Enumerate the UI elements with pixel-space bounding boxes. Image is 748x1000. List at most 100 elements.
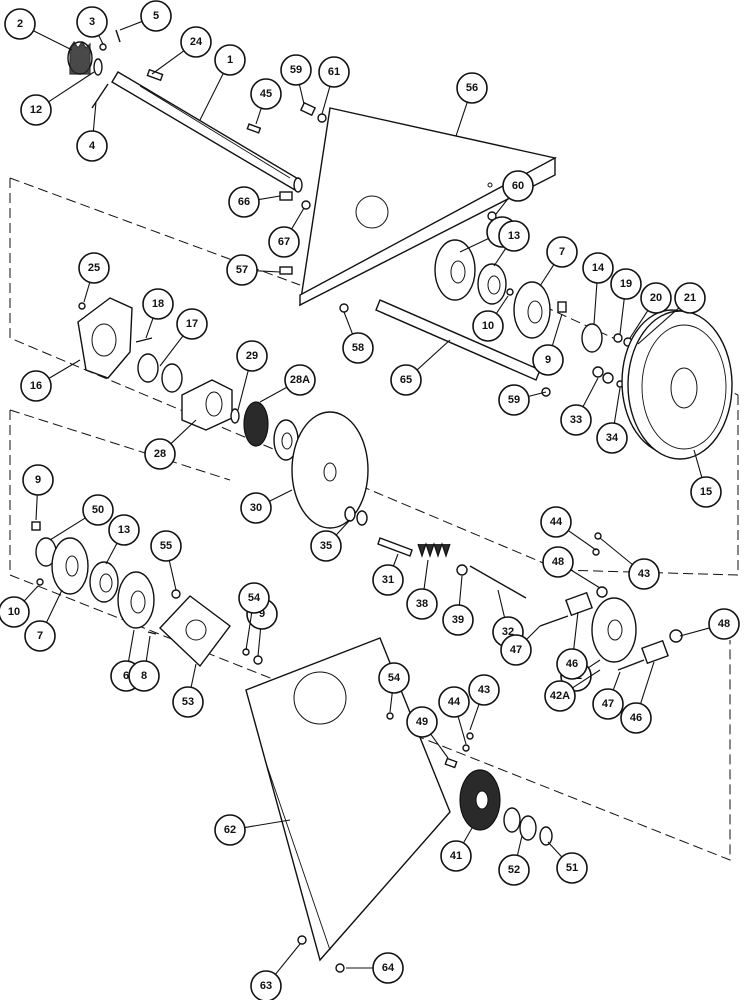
- leader-line: [526, 625, 541, 640]
- callout: 45: [250, 78, 282, 125]
- callout-label: 57: [236, 264, 248, 276]
- callout: 8: [128, 635, 160, 692]
- bolt-18-part: [135, 337, 153, 343]
- leader-line: [547, 841, 563, 858]
- callout-label: 7: [559, 246, 565, 258]
- bushing-17a: [137, 353, 159, 383]
- callout-label: 30: [250, 502, 262, 514]
- callout-circle: [640, 282, 672, 314]
- bracket-46b: [641, 639, 669, 665]
- leader-line: [145, 317, 154, 339]
- callout: 56: [455, 72, 488, 137]
- callout: 13: [493, 220, 530, 267]
- callout-label: 24: [190, 36, 203, 48]
- leader-line: [423, 559, 429, 590]
- leader-line: [430, 733, 449, 759]
- nut-9-lower: [31, 521, 41, 531]
- leader-line: [495, 197, 510, 215]
- callout-circle: [546, 236, 578, 268]
- callout-label: 66: [238, 196, 250, 208]
- screw-25: [78, 302, 86, 310]
- leader-line: [459, 237, 489, 253]
- callout-circle: [596, 422, 628, 454]
- callout-circle: [440, 840, 472, 872]
- callout-label: 43: [638, 568, 650, 580]
- callout-circle: [150, 530, 182, 562]
- leader-line: [258, 195, 281, 201]
- callout-circle: [24, 620, 56, 652]
- leader-line: [168, 560, 177, 591]
- callout: 46: [620, 661, 655, 734]
- callout: 4: [76, 101, 108, 162]
- nut-58: [339, 303, 349, 313]
- callout-circle: [20, 370, 52, 402]
- lower-plate-part: [245, 637, 451, 962]
- callout-circle: [556, 852, 588, 884]
- callout-circle: [250, 78, 282, 110]
- sprocket-42-part: [591, 597, 637, 663]
- pin-31-part: [377, 537, 413, 557]
- callout: 33: [560, 377, 599, 436]
- callout-label: 9: [35, 474, 41, 486]
- callout: 18: [142, 288, 174, 339]
- leader-line: [199, 73, 224, 121]
- callout-label: 48: [718, 618, 730, 630]
- callout-circle: [142, 288, 174, 320]
- leader-line: [255, 108, 262, 125]
- leader-line: [33, 30, 73, 51]
- callout: 31: [372, 553, 404, 596]
- washer-35a: [344, 506, 356, 522]
- callout-circle: [284, 364, 316, 396]
- callout-circle: [560, 404, 592, 436]
- callout-label: 13: [508, 230, 520, 242]
- callout: 41: [440, 827, 473, 872]
- bolt-47b: [617, 659, 645, 671]
- leader-line: [693, 449, 703, 478]
- upper-plate-part: [299, 107, 557, 307]
- callout-label: 48: [552, 556, 564, 568]
- leader-line: [457, 716, 467, 745]
- callout: 43: [468, 674, 500, 731]
- washer-19: [613, 333, 623, 343]
- callout-label: 6: [123, 670, 129, 682]
- callout-label: 60: [512, 180, 524, 192]
- callout: 2: [4, 8, 73, 51]
- callout-label: 58: [352, 342, 364, 354]
- callout-label: 65: [400, 374, 412, 386]
- callout-label: 50: [92, 504, 104, 516]
- leader-line: [256, 270, 281, 273]
- callout-circle: [172, 686, 204, 718]
- callout-label: 3: [89, 16, 95, 28]
- callout-label: 63: [260, 980, 272, 992]
- shaft-part: [111, 68, 303, 193]
- plate-53-part: [159, 595, 231, 668]
- leader-line: [244, 819, 291, 829]
- washer-39: [456, 564, 468, 576]
- leader-line: [23, 585, 39, 602]
- bolt-32-part: [469, 565, 527, 599]
- callout-label: 35: [320, 540, 332, 552]
- leader-line: [298, 84, 305, 105]
- bolt-57: [279, 266, 293, 275]
- callout: 49: [406, 706, 449, 759]
- callout-label: 20: [650, 292, 662, 304]
- leader-line: [45, 589, 63, 623]
- washer-52b: [519, 815, 537, 841]
- callout-label: 47: [510, 644, 522, 656]
- callout-circle: [544, 680, 576, 712]
- callout: 54: [378, 662, 410, 713]
- leader-line: [257, 628, 262, 657]
- callout: 51: [547, 841, 588, 884]
- leader-line: [98, 35, 104, 45]
- callout: 28: [144, 419, 197, 470]
- callout: 44: [540, 506, 597, 551]
- callout-label: 46: [566, 658, 578, 670]
- leader-line: [462, 827, 473, 844]
- leader-line: [416, 339, 451, 371]
- callout: 59: [280, 54, 312, 105]
- washer-29: [230, 408, 240, 424]
- callout-circle: [226, 254, 258, 286]
- callout-label: 54: [248, 592, 261, 604]
